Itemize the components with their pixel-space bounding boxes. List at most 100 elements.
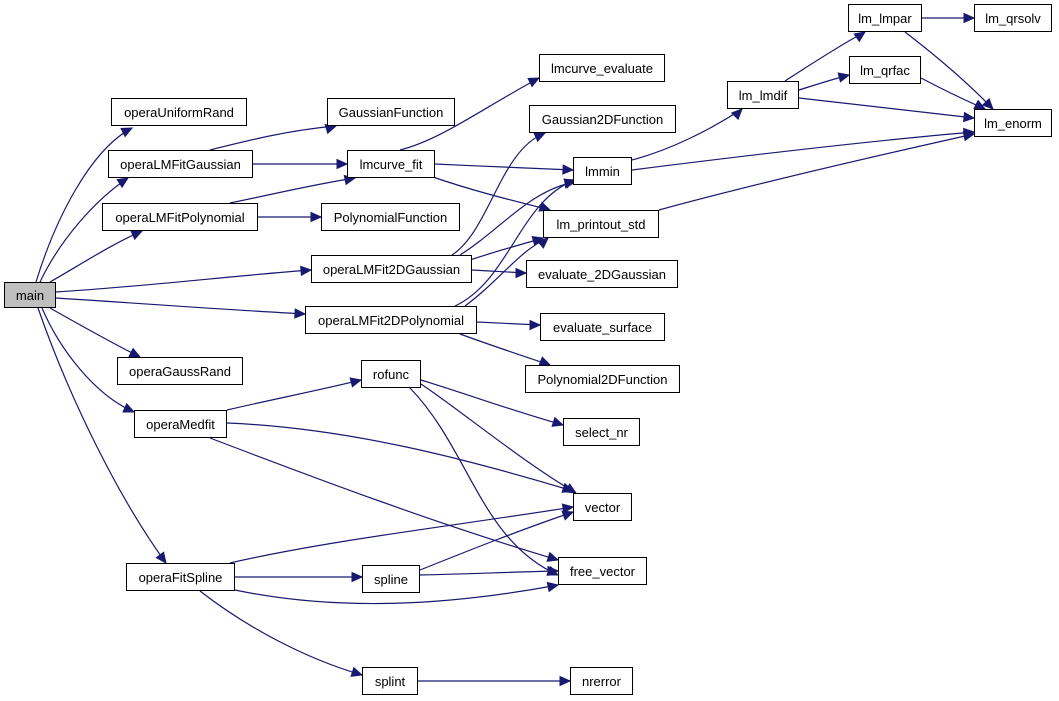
node-lm_qrsolv[interactable]: lm_qrsolv xyxy=(974,4,1052,32)
arrowhead-rofunc-vector xyxy=(564,483,578,494)
arrowhead-operaFitSpline-spline xyxy=(351,571,364,583)
edge-operaFitSpline-splint xyxy=(199,590,363,676)
node-main[interactable]: main xyxy=(4,282,56,308)
node-lmcurve_evaluate[interactable]: lmcurve_evaluate xyxy=(539,54,665,82)
node-lmcurve_fit[interactable]: lmcurve_fit xyxy=(347,150,435,178)
arrowhead-spline-free_vector xyxy=(547,565,560,577)
edge-main-operaLMFit2DGaussian xyxy=(55,269,312,293)
arrowhead-operaLMFitGaussian-lmcurve_fit xyxy=(336,158,349,170)
node-free_vector[interactable]: free_vector xyxy=(558,557,647,585)
edge-lmcurve_fit-lmmin xyxy=(434,163,574,171)
arrowhead-operaLMFit2DPolynomial-lmmin xyxy=(563,178,577,189)
node-operaFitSpline[interactable]: operaFitSpline xyxy=(126,563,235,591)
edge-rofunc-select_nr xyxy=(420,379,564,426)
node-splint[interactable]: splint xyxy=(362,667,418,695)
edge-operaLMFitGaussian-GaussianFunction xyxy=(209,125,337,151)
edge-operaLMFit2DGaussian-lmmin xyxy=(459,181,576,256)
arrowhead-lm_printout_std-lm_enorm xyxy=(962,130,976,142)
arrowhead-main-operaLMFit2DPolynomial xyxy=(294,308,307,319)
arrowhead-operaFitSpline-vector xyxy=(561,503,575,514)
edge-lm_lmdif-lm_enorm xyxy=(798,97,975,119)
arrowhead-lm_lmdif-lm_enorm xyxy=(963,111,976,123)
edge-rofunc-vector xyxy=(420,383,577,494)
arrowhead-rofunc-select_nr xyxy=(551,416,565,427)
node-operaLMFitGaussian[interactable]: operaLMFitGaussian xyxy=(108,150,253,178)
node-vector[interactable]: vector xyxy=(573,493,632,521)
edge-operaLMFit2DPolynomial-Polynomial2DFunction xyxy=(459,333,551,366)
arrowhead-operaLMFit2DGaussian-Gaussian2DFunction xyxy=(533,132,547,143)
edge-operaMedfit-free_vector xyxy=(209,437,559,561)
edge-operaLMFit2DGaussian-Gaussian2DFunction xyxy=(451,132,546,256)
node-operaLMFitPolynomial[interactable]: operaLMFitPolynomial xyxy=(102,203,258,231)
edge-operaMedfit-vector xyxy=(226,422,574,492)
node-operaGaussRand[interactable]: operaGaussRand xyxy=(117,357,243,385)
edge-lmmin-lm_enorm xyxy=(631,131,975,171)
arrowhead-lm_lmdif-lm_qrfac xyxy=(837,72,851,83)
edge-main-operaUniformRand xyxy=(35,127,133,283)
edge-main-operaLMFitGaussian xyxy=(39,177,129,283)
node-evaluate_2DGaussian[interactable]: evaluate_2DGaussian xyxy=(526,260,678,288)
node-select_nr[interactable]: select_nr xyxy=(563,418,640,446)
arrowhead-main-operaUniformRand xyxy=(120,127,134,138)
arrowhead-operaLMFit2DPolynomial-evaluate_surface xyxy=(529,319,542,331)
edge-operaLMFit2DGaussian-lm_printout_std xyxy=(469,237,544,261)
node-lm_lmpar[interactable]: lm_lmpar xyxy=(848,4,922,32)
node-lmmin[interactable]: lmmin xyxy=(573,157,632,185)
node-Gaussian2DFunction[interactable]: Gaussian2DFunction xyxy=(529,105,676,133)
edge-main-operaLMFitPolynomial xyxy=(49,230,143,283)
node-operaLMFit2DGaussian[interactable]: operaLMFit2DGaussian xyxy=(311,255,472,283)
node-PolynomialFunction[interactable]: PolynomialFunction xyxy=(321,203,460,231)
node-nrerror[interactable]: nrerror xyxy=(570,667,633,695)
arrowhead-operaLMFit2DPolynomial-lm_printout_std xyxy=(536,237,549,249)
arrowhead-lm_lmpar-lm_enorm xyxy=(981,97,994,110)
edge-main-operaFitSpline xyxy=(37,307,167,564)
edge-main-operaMedfit xyxy=(41,307,135,413)
edge-lmcurve_fit-lmcurve_evaluate xyxy=(399,77,540,151)
node-lm_lmdif[interactable]: lm_lmdif xyxy=(727,81,799,109)
edge-operaFitSpline-vector xyxy=(229,506,574,564)
edge-lmmin-lm_lmdif xyxy=(631,108,743,161)
edge-operaMedfit-rofunc xyxy=(226,379,362,411)
arrowhead-main-operaLMFitPolynomial xyxy=(130,230,144,241)
arrowhead-lm_lmdif-lm_lmpar xyxy=(853,31,867,43)
edge-lmcurve_fit-lm_printout_std xyxy=(429,175,551,211)
edge-spline-free_vector xyxy=(419,570,559,576)
arrowhead-main-operaMedfit xyxy=(122,402,136,413)
edge-rofunc-free_vector xyxy=(409,387,559,576)
node-operaMedfit[interactable]: operaMedfit xyxy=(134,410,227,438)
node-operaLMFit2DPolynomial[interactable]: operaLMFit2DPolynomial xyxy=(305,306,477,334)
arrowhead-main-operaGaussRand xyxy=(128,347,142,358)
node-spline[interactable]: spline xyxy=(362,565,420,593)
edge-lm_printout_std-lm_enorm xyxy=(658,133,975,211)
edge-operaFitSpline-free_vector xyxy=(234,584,559,605)
arrowhead-operaMedfit-free_vector xyxy=(546,551,560,562)
arrowhead-operaFitSpline-free_vector xyxy=(546,581,560,593)
node-operaUniformRand[interactable]: operaUniformRand xyxy=(111,98,247,126)
edge-operaLMFit2DPolynomial-lmmin xyxy=(454,179,576,307)
edge-spline-vector xyxy=(419,511,574,571)
arrowhead-lmcurve_fit-lmmin xyxy=(562,164,575,175)
arrowhead-operaMedfit-rofunc xyxy=(349,377,363,388)
node-evaluate_surface[interactable]: evaluate_surface xyxy=(540,313,665,341)
arrowhead-splint-nrerror xyxy=(559,675,572,687)
arrowhead-operaFitSpline-splint xyxy=(350,666,364,677)
edge-operaLMFitPolynomial-lmcurve_fit xyxy=(229,177,356,204)
edge-main-operaLMFit2DPolynomial xyxy=(55,297,306,315)
arrowhead-lmcurve_fit-lmcurve_evaluate xyxy=(527,77,541,88)
arrowhead-spline-vector xyxy=(561,510,575,521)
node-Polynomial2DFunction[interactable]: Polynomial2DFunction xyxy=(525,365,680,393)
node-lm_printout_std[interactable]: lm_printout_std xyxy=(543,210,659,238)
arrowhead-main-operaFitSpline xyxy=(155,551,167,564)
edge-lm_lmpar-lm_enorm xyxy=(904,31,994,110)
arrowhead-operaLMFitPolynomial-PolynomialFunction xyxy=(310,211,323,223)
arrowhead-operaLMFit2DGaussian-evaluate_2DGaussian xyxy=(515,267,528,279)
node-lm_enorm[interactable]: lm_enorm xyxy=(974,109,1052,137)
node-GaussianFunction[interactable]: GaussianFunction xyxy=(327,98,455,126)
node-lm_qrfac[interactable]: lm_qrfac xyxy=(849,56,921,84)
arrowhead-main-operaLMFitGaussian xyxy=(116,177,130,189)
edge-main-operaGaussRand xyxy=(49,307,141,358)
node-rofunc[interactable]: rofunc xyxy=(361,360,421,388)
arrowhead-lm_lmpar-lm_qrsolv xyxy=(963,12,976,24)
arrowhead-lm_qrfac-lm_enorm xyxy=(973,99,987,110)
